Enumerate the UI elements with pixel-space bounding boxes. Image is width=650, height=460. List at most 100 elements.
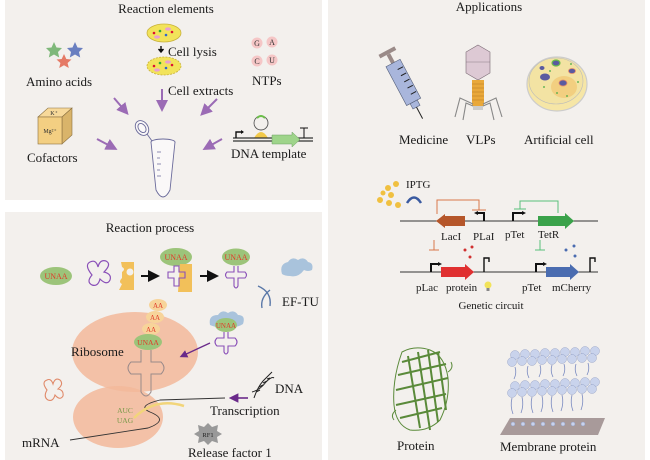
reaction-tube-icon — [134, 120, 176, 198]
synthetase-enzyme-icon — [119, 262, 134, 290]
ptet-promoter-top — [512, 212, 522, 221]
syringe-icon — [378, 46, 424, 119]
mcherry-gene — [546, 264, 579, 280]
lysis-arrow-icon — [157, 46, 165, 54]
tetr-repression-top — [514, 200, 559, 213]
magnesium-label: Mg²⁺ — [43, 128, 56, 135]
cell-icon — [146, 23, 182, 43]
part-mcherry: mCherry — [552, 282, 592, 294]
mrna-label: mRNA — [22, 435, 60, 450]
ribosome-icon — [72, 312, 198, 448]
iptg-molecules-icon — [377, 181, 401, 208]
plal-promoter — [477, 212, 485, 221]
part-plal: PLaI — [473, 231, 495, 243]
ef-tu-cycle-arrow — [257, 285, 271, 307]
unaa-label: UNAA — [44, 272, 67, 281]
part-ptet-bottom: pTet — [522, 282, 541, 294]
aa-label-3: AA — [146, 326, 156, 334]
nucleotide-g: G — [254, 39, 260, 48]
vlp-icon — [454, 44, 503, 121]
release-factor-label: Release factor 1 — [188, 445, 272, 460]
amino-acids-label: Amino acids — [26, 74, 92, 89]
charged-trna-complex: UNAA — [160, 248, 192, 292]
arrow-ntps — [200, 98, 218, 116]
iptg-label: IPTG — [406, 179, 431, 191]
mrna-highlight — [133, 402, 185, 419]
genetic-circuit: IPTG LacI PLaI pTet TetR — [377, 179, 598, 312]
application-vlps: VLPs — [466, 132, 496, 147]
part-ptet-top: pTet — [505, 229, 524, 241]
aa-label-2: AA — [150, 314, 160, 322]
unaa-label-2: UNAA — [164, 253, 187, 262]
codon-auc: AUC — [117, 406, 133, 415]
product-protein: Protein — [397, 438, 435, 453]
unaa-label-ribosome: UNAA — [137, 338, 159, 347]
rf1-label: RF1 — [202, 432, 213, 439]
nucleotide-c: C — [254, 57, 259, 66]
arrow-amino-acids — [113, 97, 129, 116]
ef-tu-label: EF-TU — [282, 294, 319, 309]
unaa-label-eftu: UNAA — [216, 322, 236, 330]
laci-repression-bottom — [429, 240, 439, 251]
dna-template-label: DNA template — [231, 146, 307, 161]
ribosome-label: Ribosome — [71, 344, 124, 359]
amino-acids-icon — [46, 42, 83, 68]
reaction-elements-title: Reaction elements — [118, 1, 214, 16]
laci-repression-top — [436, 199, 486, 214]
cell-extracts-label: Cell extracts — [168, 83, 233, 98]
input-arrows — [96, 89, 223, 150]
membrane-protein-icon — [500, 346, 605, 435]
dna-label: DNA — [275, 381, 304, 396]
ef-tu-cycle-arrow-2 — [260, 289, 271, 309]
iptg-binding-arrow — [405, 196, 423, 204]
part-plac: pLac — [416, 282, 438, 294]
ntp-icon: G A C U — [251, 36, 278, 67]
unaa-molecule: UNAA — [40, 267, 72, 285]
nucleotide-a: A — [269, 38, 275, 47]
cofactor-cube-icon: K⁺ Mg²⁺ — [37, 107, 73, 145]
trna-icon — [86, 260, 111, 286]
part-tetr: TetR — [538, 229, 560, 241]
arrow-cofactors — [96, 138, 118, 150]
protein-structure-icon — [391, 347, 453, 431]
codon-uag: UAG — [117, 416, 134, 425]
tetr-repression-bottom — [535, 240, 545, 251]
terminator-2 — [589, 257, 596, 272]
ntps-label: NTPs — [252, 73, 282, 88]
unaa-label-3: UNAA — [224, 253, 247, 262]
blue-protein-dots — [564, 244, 577, 258]
applications-title: Applications — [456, 0, 522, 14]
free-trna-icon — [43, 378, 64, 401]
tetr-gene — [538, 213, 574, 229]
mrna-strand — [69, 397, 226, 441]
reaction-process-title: Reaction process — [106, 220, 194, 235]
part-protein: protein — [446, 282, 478, 294]
laci-gene — [436, 214, 465, 228]
dna-template-icon — [233, 115, 313, 148]
artificial-cell-icon — [526, 56, 588, 112]
rf1-icon: RF1 — [194, 423, 222, 445]
cofactors-label: Cofactors — [27, 150, 78, 165]
aminoacylated-trna: UNAA — [222, 248, 250, 289]
aa-label-1: AA — [153, 302, 163, 310]
nucleotide-u: U — [269, 56, 275, 65]
part-laci: LacI — [441, 231, 461, 243]
ptet-promoter-bottom — [535, 263, 543, 272]
product-membrane-protein: Membrane protein — [500, 439, 597, 454]
lightbulb-icon — [484, 281, 492, 291]
cell-extract-icon — [146, 56, 182, 76]
genetic-circuit-label: Genetic circuit — [458, 300, 523, 312]
dna-helix-icon — [251, 371, 275, 399]
plac-promoter — [430, 263, 438, 272]
reporter-protein-gene — [441, 264, 474, 280]
potassium-label: K⁺ — [50, 110, 58, 117]
ribosome-trna-icon — [127, 350, 165, 397]
trna-ef-tu-complex: UNAA — [209, 311, 244, 355]
transcription-label: Transcription — [210, 403, 280, 418]
application-artificial-cell: Artificial cell — [524, 132, 594, 147]
arrow-dna-template — [202, 138, 223, 150]
terminator-1 — [483, 257, 490, 272]
red-protein-dots — [463, 245, 474, 259]
application-medicine: Medicine — [399, 132, 448, 147]
